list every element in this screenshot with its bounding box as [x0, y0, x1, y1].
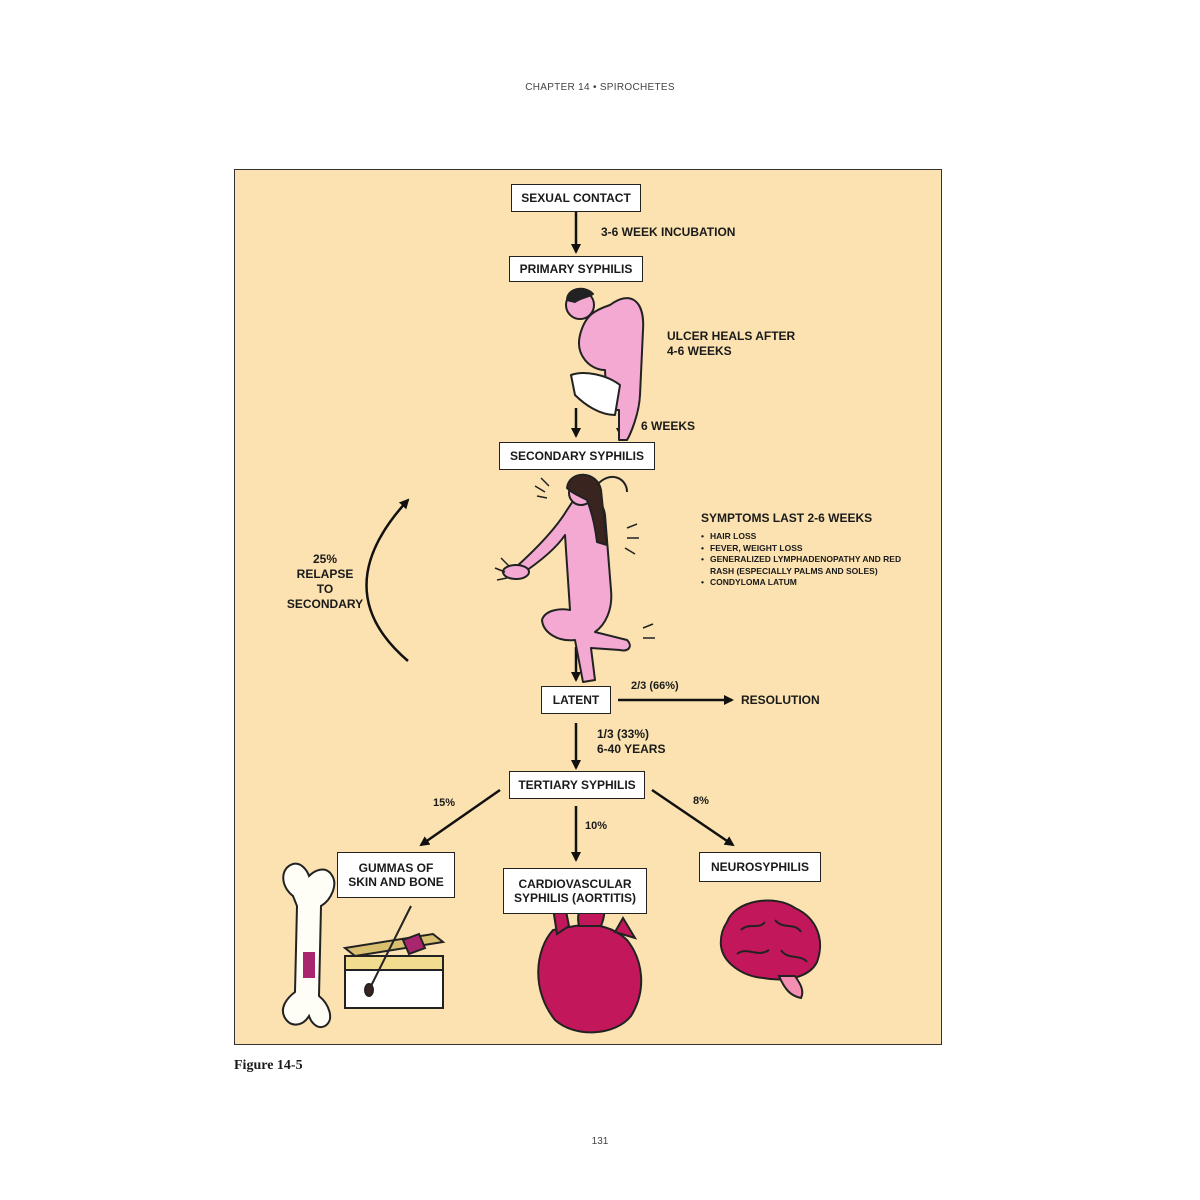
relapse-label: 25% RELAPSE TO SECONDARY: [286, 552, 364, 611]
sexual-contact-box: SEXUAL CONTACT: [511, 184, 641, 212]
man-figure: [565, 287, 645, 441]
bone-illustration: [281, 862, 336, 1028]
primary-syphilis-box: PRIMARY SYPHILIS: [509, 256, 643, 282]
neurosyphilis-box: NEUROSYPHILIS: [699, 852, 821, 882]
symptoms-list: HAIR LOSS FEVER, WEIGHT LOSS GENERALIZED…: [701, 531, 911, 589]
ulcer-heals-label: ULCER HEALS AFTER 4-6 WEEKS: [667, 329, 796, 358]
neuro-percentage: 8%: [693, 795, 709, 807]
symptom-sparkle-lines: [494, 477, 655, 639]
symptom-item: HAIR LOSS: [701, 531, 911, 543]
arrow-tertiary-to-gummas: [419, 788, 501, 847]
running-head: CHAPTER 14 • SPIROCHETES: [525, 82, 675, 93]
secondary-syphilis-box: SECONDARY SYPHILIS: [499, 442, 655, 470]
resolution-label: RESOLUTION: [741, 693, 820, 707]
latent-box: LATENT: [541, 686, 611, 714]
symptom-item: CONDYLOMA LATUM: [701, 577, 911, 589]
skin-block-illustration: [342, 905, 446, 1009]
gummas-percentage: 15%: [433, 797, 456, 809]
gummas-box: GUMMAS OF SKIN AND BONE: [337, 852, 455, 898]
arrow-tertiary-to-neuro: [651, 788, 735, 847]
tertiary-probability-label: 1/3 (33%) 6-40 YEARS: [597, 727, 666, 756]
cardio-percentage: 10%: [585, 820, 608, 832]
figure-artwork: [281, 212, 821, 1034]
tertiary-syphilis-box: TERTIARY SYPHILIS: [509, 771, 645, 799]
symptoms-title: SYMPTOMS LAST 2-6 WEEKS: [701, 511, 873, 525]
heart-illustration: [537, 895, 643, 1034]
figure-caption: Figure 14-5: [234, 1058, 303, 1073]
cardiovascular-box: CARDIOVASCULAR SYPHILIS (AORTITIS): [503, 868, 647, 914]
incubation-label: 3-6 WEEK INCUBATION: [601, 225, 736, 239]
resolution-percentage: 2/3 (66%): [631, 680, 679, 692]
woman-figure: [502, 473, 631, 683]
symptom-item: FEVER, WEIGHT LOSS: [701, 543, 911, 555]
relapse-curved-arrow: [365, 498, 410, 662]
page-number: 131: [591, 1136, 609, 1147]
brain-illustration: [719, 899, 821, 1000]
symptom-item: GENERALIZED LYMPHADENOPATHY AND RED RASH…: [701, 554, 911, 577]
six-weeks-label: 6 WEEKS: [641, 419, 696, 433]
syphilis-progression-figure: SEXUAL CONTACT 3-6 WEEK INCUBATION PRIMA…: [234, 169, 942, 1045]
